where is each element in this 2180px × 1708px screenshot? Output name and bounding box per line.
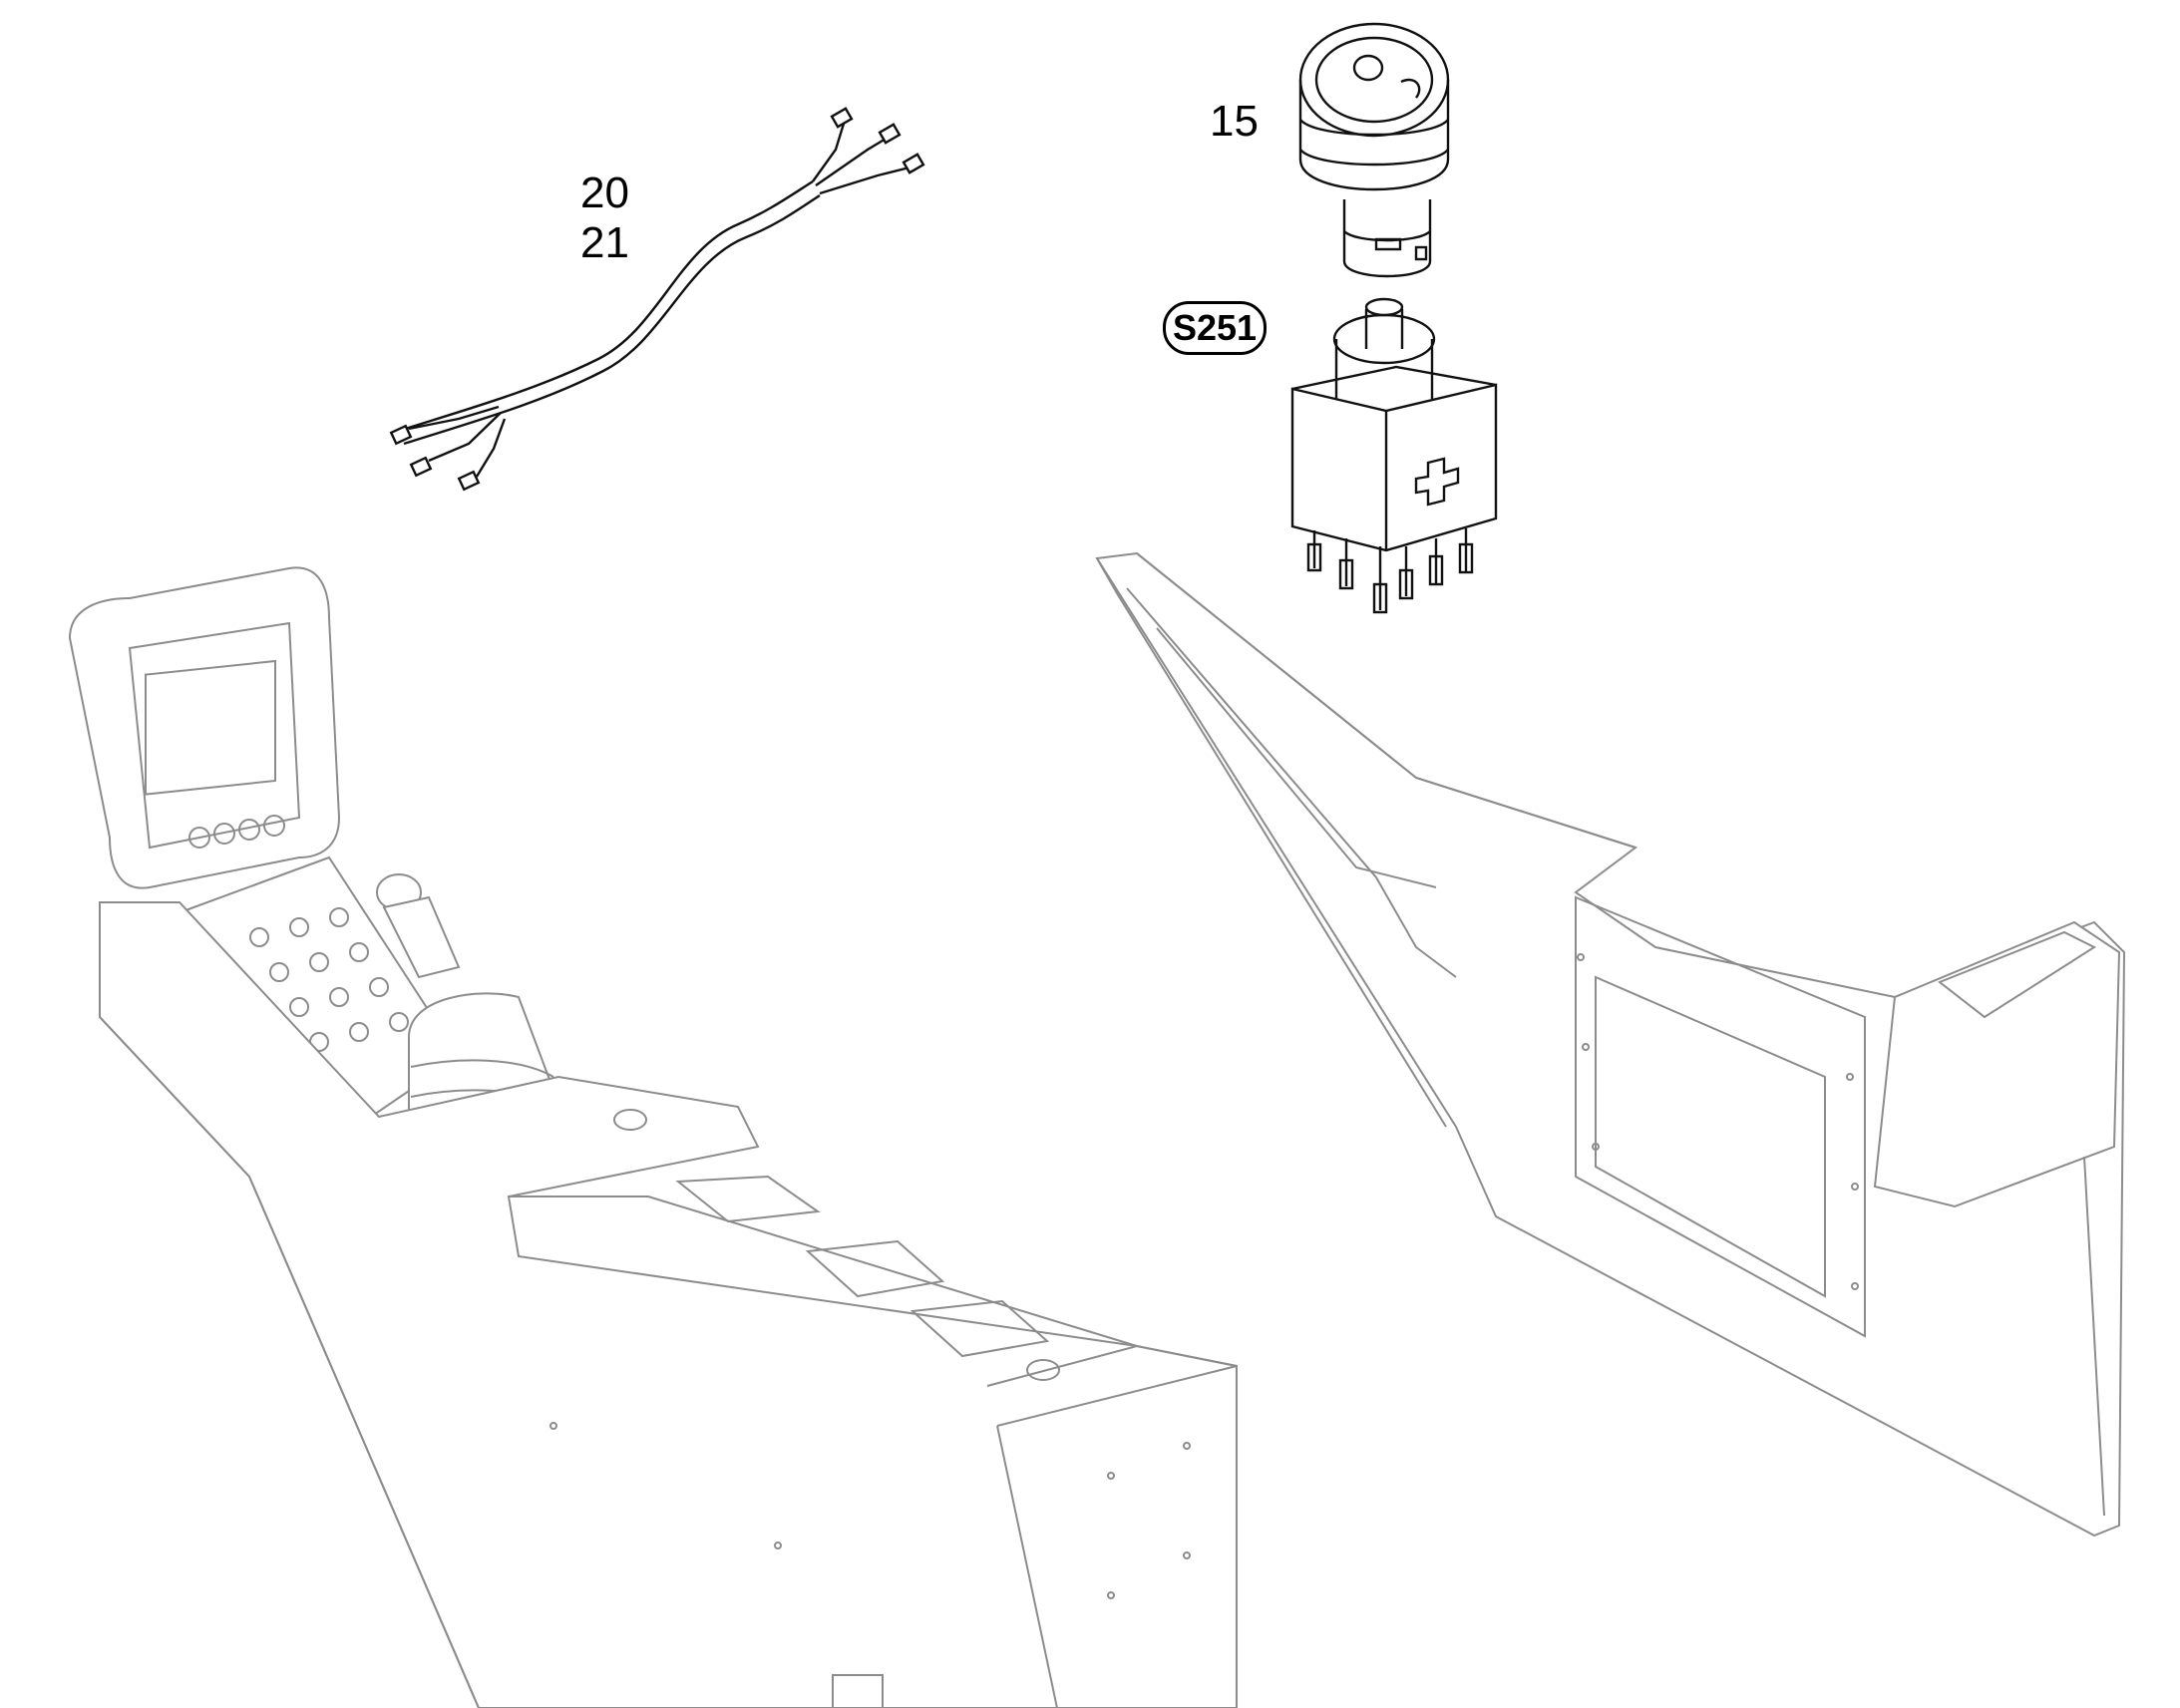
callout-21: 21 <box>580 218 629 267</box>
console-slot <box>909 1299 1050 1358</box>
connector-icon <box>878 123 902 145</box>
round-button-icon <box>188 827 210 849</box>
console-slot <box>805 1239 945 1298</box>
switch-contact-block <box>1290 297 1498 614</box>
keypad-buttons <box>249 907 409 1052</box>
display-screen <box>145 659 276 796</box>
wiring-harness <box>389 107 925 492</box>
rotary-switch-cap <box>1298 22 1450 278</box>
left-console <box>68 566 1238 1708</box>
connector-icon <box>389 424 413 446</box>
right-side-panel <box>1095 551 2126 1537</box>
callout-15: 15 <box>1210 97 1259 146</box>
connector-icon <box>457 470 481 492</box>
component-code-tag: S251 <box>1163 301 1267 355</box>
connector-icon <box>902 153 925 174</box>
round-button-icon <box>263 815 285 837</box>
round-button-icon <box>213 823 235 845</box>
panel-cutout <box>1595 975 1826 1298</box>
callout-20: 20 <box>580 169 629 217</box>
console-slot <box>675 1175 821 1223</box>
round-button-icon <box>238 819 260 841</box>
connector-icon <box>409 456 433 478</box>
connector-icon <box>830 107 854 129</box>
